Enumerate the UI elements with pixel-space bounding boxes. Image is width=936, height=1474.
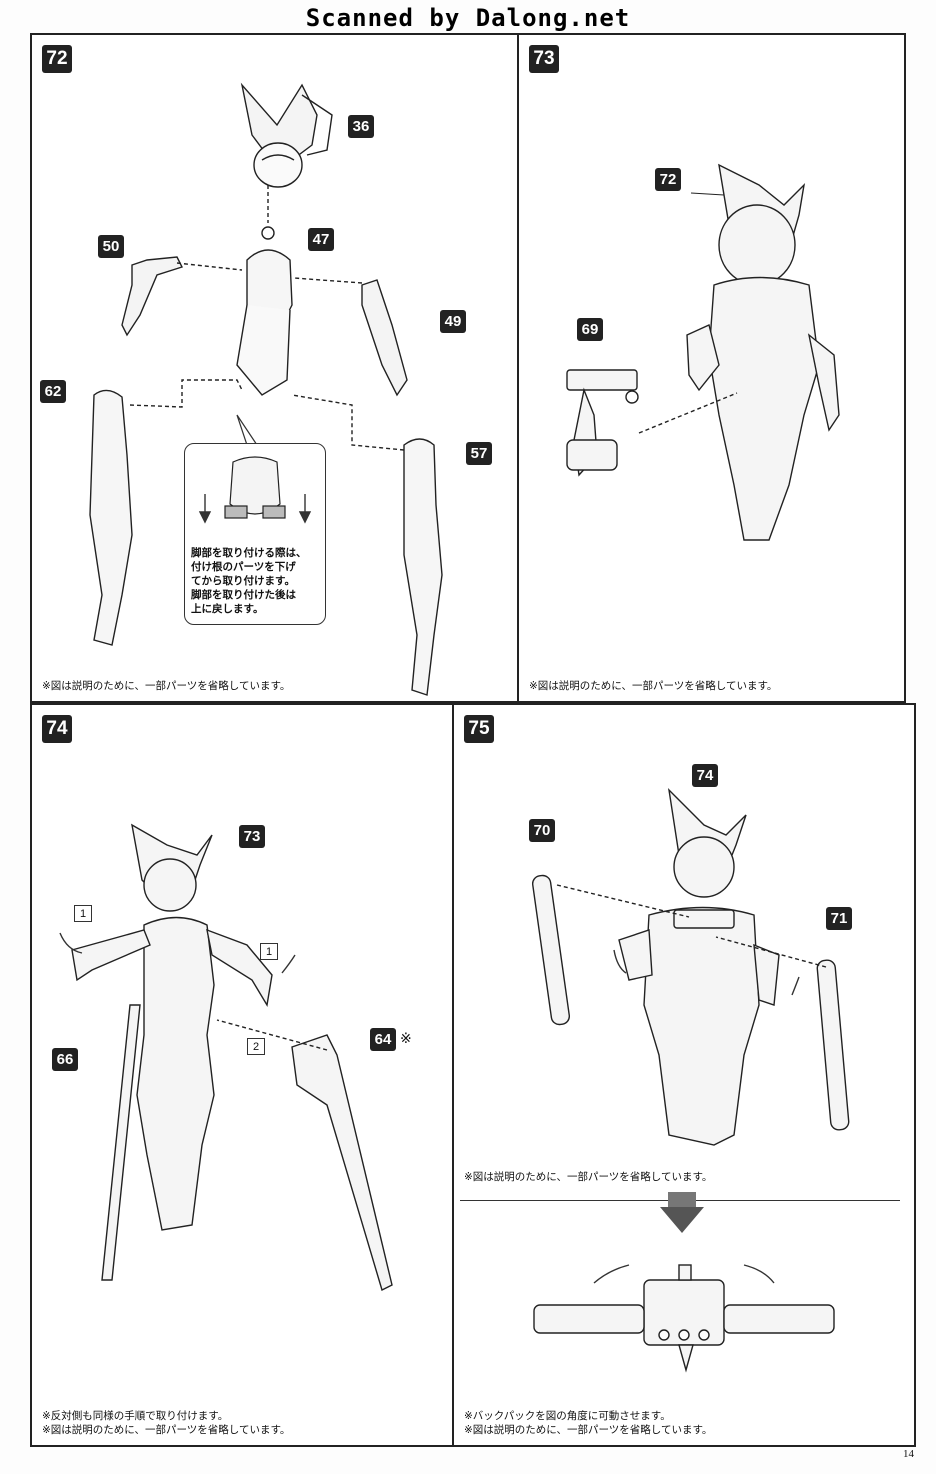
part-label: 72 (655, 168, 681, 191)
down-arrow-icon (660, 1207, 704, 1233)
footnote: ※図は説明のために、一部パーツを省略しています。 (464, 1424, 713, 1436)
footnote: ※バックパックを図の角度に可動させます。 (464, 1410, 671, 1422)
assembly-illustration (531, 787, 850, 1373)
part-marker: ※ (400, 1031, 412, 1047)
detail-illustration (198, 456, 312, 524)
part-label: 49 (440, 310, 466, 333)
step-number: 74 (42, 715, 72, 743)
step-number: 73 (529, 45, 559, 73)
step-72-panel: 72 36 (30, 33, 520, 703)
part-label: 74 (692, 764, 718, 787)
part-label: 70 (529, 819, 555, 842)
sequence-label: 1 (260, 943, 278, 960)
part-label: 73 (239, 825, 265, 848)
footnote: ※図は説明のために、一部パーツを省略しています。 (42, 680, 291, 692)
assembly-illustration (59, 823, 393, 1291)
sequence-label: 1 (74, 905, 92, 922)
part-label: 62 (40, 380, 66, 403)
step-number: 72 (42, 45, 72, 73)
step-75-panel: 75 (452, 703, 916, 1447)
down-arrow-icon (668, 1192, 696, 1208)
footnote: ※反対側も同様の手順で取り付けます。 (42, 1410, 229, 1422)
part-label: 50 (98, 235, 124, 258)
step-number: 75 (464, 715, 494, 743)
step-74-panel: 74 73 66 64 ※ 1 1 2 ※反対側も同様の手順で取り付けます。 ※… (30, 703, 454, 1447)
page-number: 14 (903, 1448, 914, 1460)
assembly-illustration (89, 82, 443, 696)
footnote: ※図は説明のために、一部パーツを省略しています。 (42, 1424, 291, 1436)
footnote: ※図は説明のために、一部パーツを省略しています。 (529, 680, 778, 692)
step-73-panel: 73 72 69 ※図は説明のために、一部パーツを省略しています。 (517, 33, 906, 703)
part-label: 66 (52, 1048, 78, 1071)
part-label: 71 (826, 907, 852, 930)
assembly-illustration (566, 163, 840, 541)
part-label: 69 (577, 318, 603, 341)
part-label: 64 (370, 1028, 396, 1051)
part-label: 36 (348, 115, 374, 138)
watermark: Scanned by Dalong.net (305, 4, 631, 32)
part-label: 47 (308, 228, 334, 251)
sequence-label: 2 (247, 1038, 265, 1055)
part-label: 57 (466, 442, 492, 465)
callout-box: 脚部を取り付ける際は、 付け根のパーツを下げ てから取り付けます。 脚部を取り付… (184, 443, 326, 625)
footnote: ※図は説明のために、一部パーツを省略しています。 (464, 1171, 713, 1183)
callout-text: 脚部を取り付ける際は、 付け根のパーツを下げ てから取り付けます。 脚部を取り付… (191, 547, 307, 615)
